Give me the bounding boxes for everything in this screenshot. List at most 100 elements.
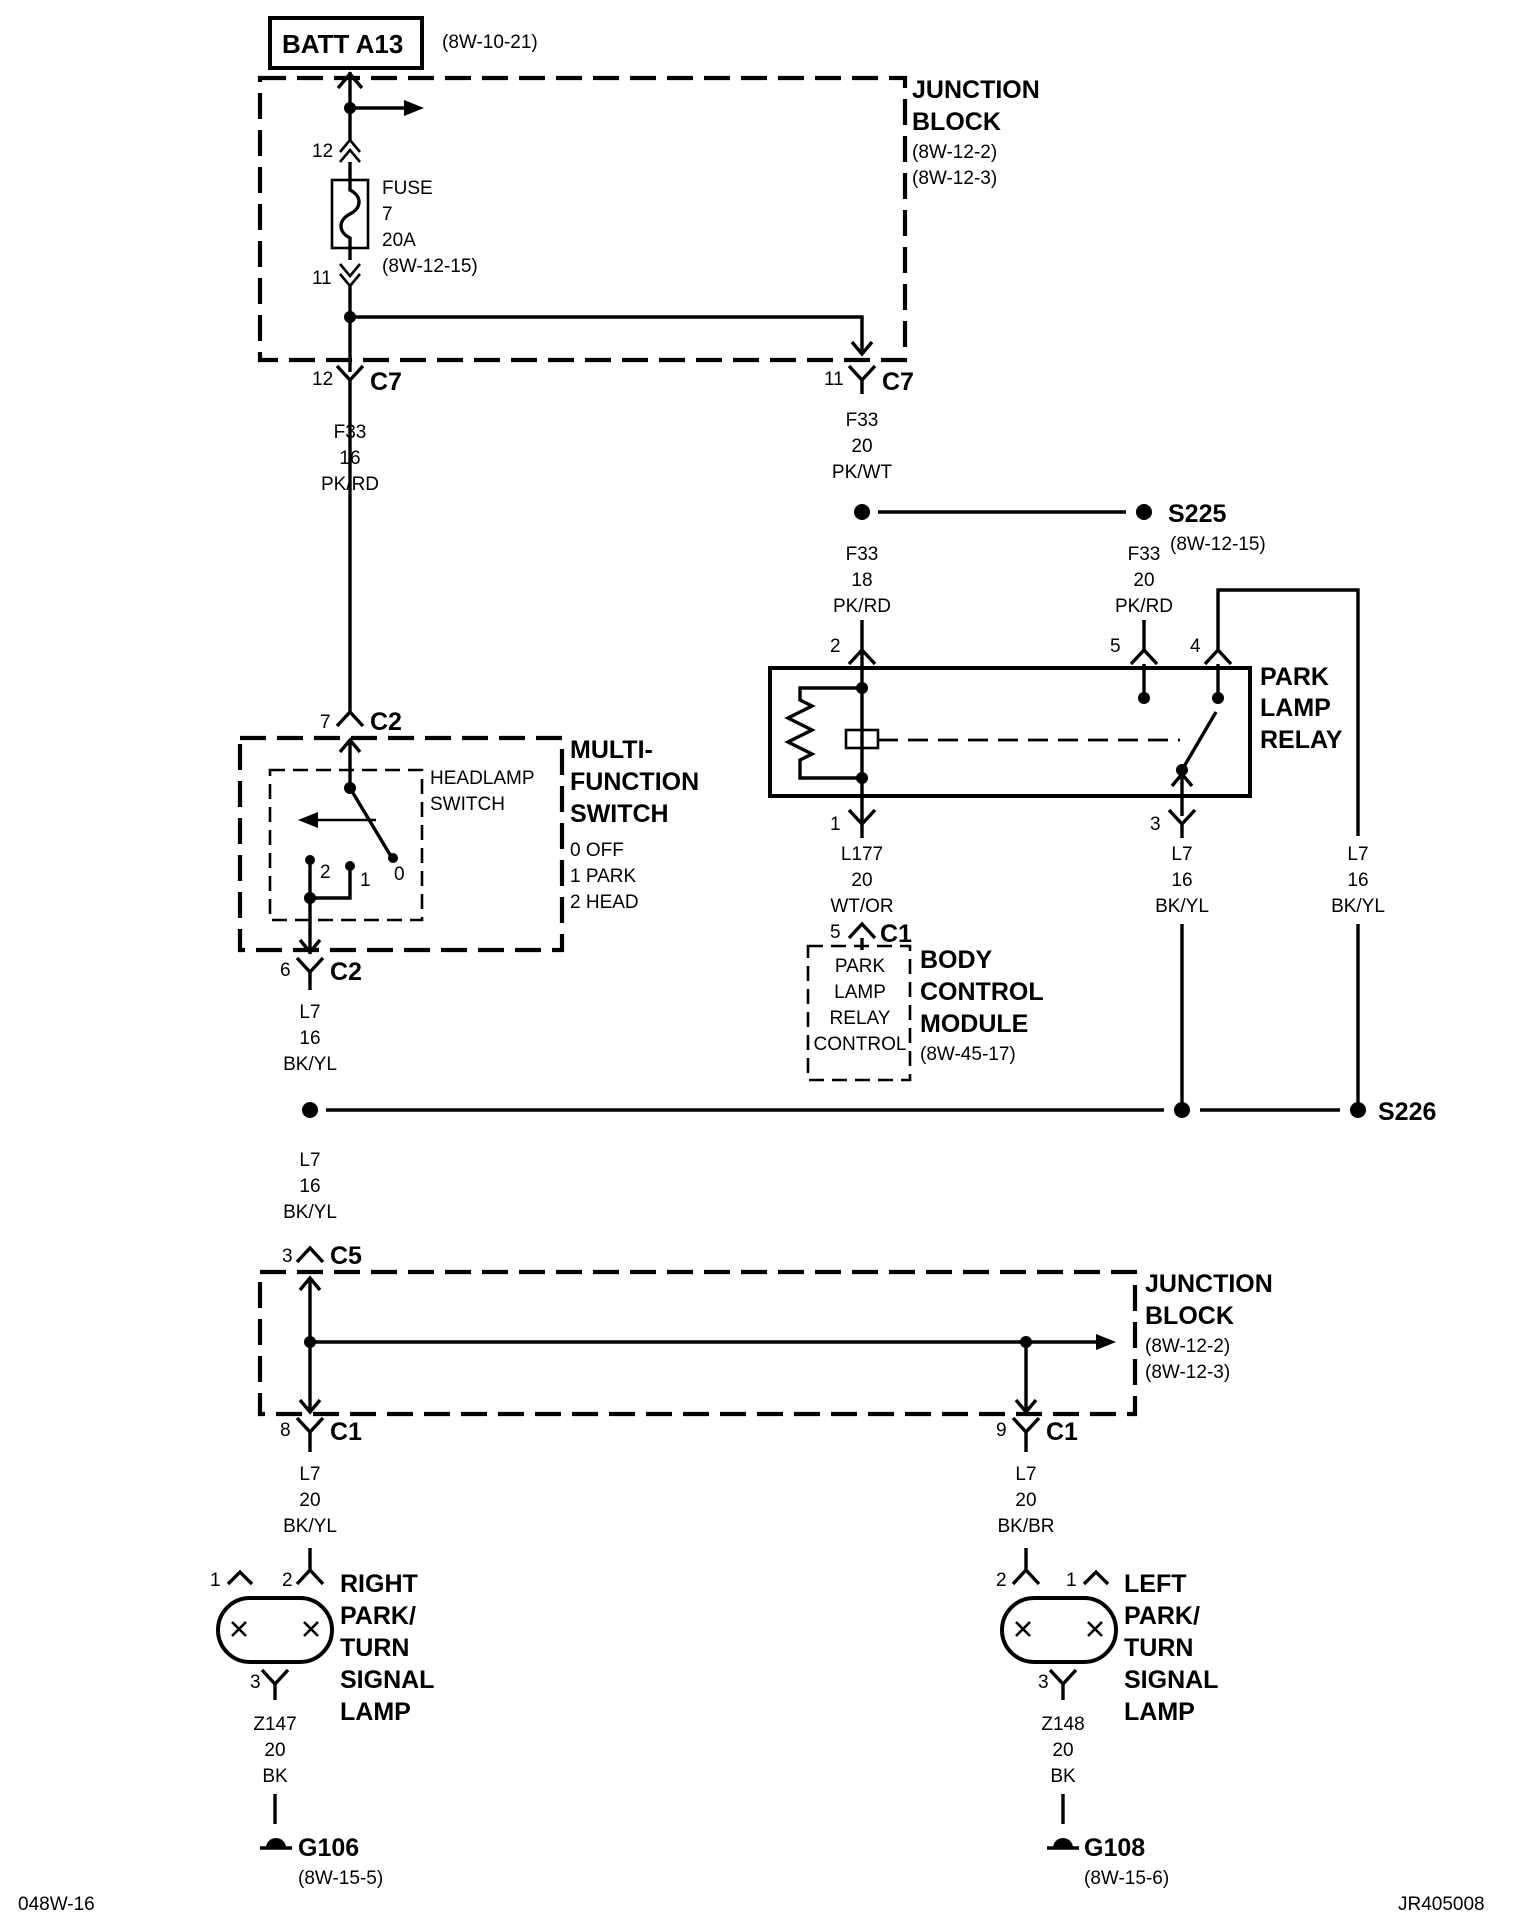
right-lamp-pin-2: 2	[282, 1570, 293, 1591]
wire-label-w12: Z147 20 BK	[253, 1714, 296, 1787]
jb-bottom-left-arrowhead	[298, 1398, 322, 1415]
fuse-pin-12-chevrons	[339, 137, 361, 163]
w13-gauge: 20	[1052, 1740, 1073, 1761]
left-lamp-title-1: LEFT	[1124, 1570, 1187, 1598]
c5-symbol	[295, 1245, 325, 1264]
c7-left-symbol	[335, 364, 365, 510]
relay-pin-4-contact	[1212, 692, 1224, 704]
junction-block-bottom: 3 C5 JUNCTION BLOCK (8W-12-2) (8W-12-3) …	[257, 1242, 1273, 1452]
relay-title-1: PARK	[1260, 663, 1329, 691]
c1-left-pin: 8	[280, 1420, 291, 1441]
bcm-internal-1: PARK	[835, 956, 886, 977]
c1-right-name: C1	[1046, 1418, 1078, 1446]
switch-travel-arrowhead	[298, 812, 318, 828]
c2-top-pin: 7	[320, 712, 331, 733]
fuse-pin-11-chevrons	[339, 263, 361, 289]
left-lamp-title-2: PARK/	[1124, 1602, 1200, 1630]
w10-gauge: 20	[299, 1490, 320, 1511]
g108-ref: (8W-15-6)	[1084, 1868, 1169, 1889]
g108-label: G108	[1084, 1834, 1145, 1862]
w5-color: WT/OR	[830, 896, 893, 917]
bcm-title-3: MODULE	[920, 1010, 1028, 1038]
c5-name: C5	[330, 1242, 362, 1270]
body-control-module: 5 C1 PARK LAMP RELAY CONTROL BODY CONTRO…	[806, 920, 1044, 1082]
w2-color: PK/WT	[832, 462, 893, 483]
s225-label: S225	[1168, 500, 1226, 528]
ground-g106: G106 (8W-15-5)	[260, 1834, 383, 1889]
w10-color: BK/YL	[283, 1516, 337, 1537]
left-lamp-pin-1: 1	[1066, 1570, 1077, 1591]
w4-color: PK/RD	[1115, 596, 1173, 617]
c7-right-name: C7	[882, 368, 914, 396]
left-park-turn-lamp: 2 1 3 LEFT PARK/ TURN SIGNAL LAMP	[996, 1548, 1218, 1726]
bcm-title-2: CONTROL	[920, 978, 1044, 1006]
right-lamp-title-5: LAMP	[340, 1698, 411, 1726]
w4-gauge: 20	[1133, 570, 1154, 591]
mfs-outer-outline	[237, 735, 565, 953]
w4-circuit: F33	[1128, 544, 1161, 565]
c2-bot-pin: 6	[280, 960, 291, 981]
headlamp-switch-title-1: HEADLAMP	[430, 768, 535, 789]
w9-gauge: 16	[299, 1176, 320, 1197]
w11-gauge: 20	[1015, 1490, 1036, 1511]
wire-label-w5: L177 20 WT/OR	[830, 844, 893, 917]
c7-right-pin: 11	[824, 369, 844, 390]
w8-circuit: L7	[299, 1002, 320, 1023]
relay-resistor	[784, 686, 862, 780]
wire-label-w3: F33 18 PK/RD	[833, 544, 891, 617]
fuse-pin-out: 11	[312, 268, 332, 289]
battery-ref: (8W-10-21)	[442, 32, 538, 53]
switch-output-arrowhead	[298, 938, 322, 955]
c7-left-pin: 12	[312, 369, 333, 390]
fuse-ref: (8W-12-15)	[382, 256, 478, 277]
junction-block-top-outline	[257, 75, 908, 363]
bcm-outline	[806, 944, 912, 1082]
w10-circuit: L7	[299, 1464, 320, 1485]
c1-left-name: C1	[330, 1418, 362, 1446]
w1-color: PK/RD	[321, 474, 379, 495]
battery-feed: BATT A13 (8W-10-21)	[268, 16, 538, 70]
bcm-internal-3: RELAY	[830, 1008, 891, 1029]
switch-legend-off: 0 OFF	[570, 840, 624, 861]
g108-ground-icon	[1053, 1838, 1073, 1848]
fuse-label: FUSE	[382, 178, 433, 199]
w12-gauge: 20	[264, 1740, 285, 1761]
mfs-title-3: SWITCH	[570, 800, 669, 828]
w2-gauge: 20	[851, 436, 872, 457]
park-lamp-relay: PARK LAMP RELAY 2 5 4 1 3	[768, 588, 1360, 838]
left-lamp-pin-3-symbol	[1048, 1668, 1078, 1700]
mfs-title-2: FUNCTION	[570, 768, 699, 796]
relay-pin-4-loop-wire	[1216, 588, 1360, 836]
c2-bot-symbol	[295, 956, 325, 990]
relay-pin-5: 5	[1110, 636, 1121, 657]
wire-label-w1: F33 16 PK/RD	[321, 422, 379, 495]
bcm-internal-2: LAMP	[834, 982, 886, 1003]
g106-ref: (8W-15-5)	[298, 1868, 383, 1889]
left-lamp-title-3: TURN	[1124, 1634, 1193, 1662]
batt-feed-arrowhead	[336, 71, 364, 90]
switch-pos-0-contact	[388, 853, 398, 863]
jb-bottom-bus-arrowhead	[1096, 1334, 1116, 1350]
w7-gauge: 16	[1347, 870, 1368, 891]
junction-block-top-title-1: JUNCTION	[912, 76, 1040, 104]
fuse-element	[339, 162, 361, 260]
relay-title-2: LAMP	[1260, 694, 1331, 722]
junction-block-top-ref-2: (8W-12-3)	[912, 168, 997, 189]
left-lamp-title-4: SIGNAL	[1124, 1666, 1218, 1694]
s225-node-right	[1136, 504, 1152, 520]
s225-node-left	[854, 504, 870, 520]
w1-circuit: F33	[334, 422, 367, 443]
switch-blade	[348, 787, 394, 859]
s226-node-mid	[1174, 1102, 1190, 1118]
headlamp-switch-title-2: SWITCH	[430, 794, 505, 815]
wire-label-w4: F33 20 PK/RD	[1115, 544, 1173, 617]
fuse-rating: 20A	[382, 230, 416, 251]
right-lamp-bulb	[216, 1596, 334, 1664]
switch-legend-park: 1 PARK	[570, 866, 637, 887]
w9-color: BK/YL	[283, 1202, 337, 1223]
c7-left-name: C7	[370, 368, 402, 396]
left-lamp-filaments	[1015, 1621, 1103, 1637]
bcm-ref: (8W-45-17)	[920, 1044, 1016, 1065]
